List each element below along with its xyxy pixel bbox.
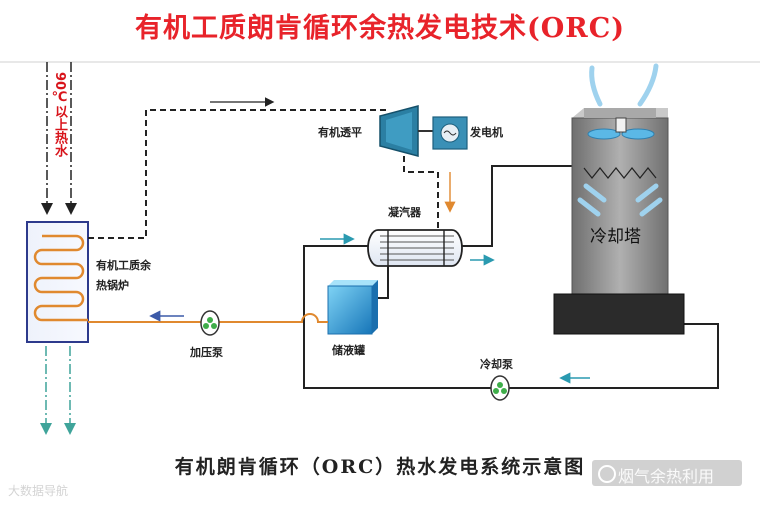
turbine-label: 有机透平 <box>318 126 362 139</box>
watermark-right-box: 烟气余热利用 <box>592 460 742 486</box>
waste-heat-boiler <box>26 221 89 343</box>
hot-water-label: 90℃以上热水 <box>52 72 67 158</box>
cooling-return-line <box>303 245 719 389</box>
condenser-label: 凝汽器 <box>388 206 421 219</box>
page-title: 有机工质朗肯循环余热发电技术(ORC) <box>135 13 625 44</box>
condensate-line <box>374 266 389 299</box>
hot-water-outlet-lines <box>40 346 76 435</box>
generator-label: 发电机 <box>470 126 503 139</box>
diagram-caption: 有机朗肯循环（ORC）热水发电系统示意图 <box>174 456 586 478</box>
cooling-tower-label: 冷却塔 <box>590 227 641 247</box>
pressure-pump-label: 加压泵 <box>190 346 223 359</box>
condenser <box>367 229 463 267</box>
storage-tank-label: 储液罐 <box>332 344 365 357</box>
boiler-label: 有机工质余 热锅炉 <box>96 259 151 292</box>
vapor-line <box>88 109 387 239</box>
generator <box>432 116 468 150</box>
watermark-right: 烟气余热利用 <box>618 467 715 486</box>
cooling-tower <box>553 108 685 335</box>
cooling-supply-line <box>462 165 576 247</box>
fan-icon <box>587 117 655 140</box>
exhaust-line <box>403 156 439 230</box>
hot-water-inlet-lines <box>41 62 77 215</box>
cooling-pump <box>490 375 510 401</box>
air-flow-arrows <box>577 63 663 217</box>
storage-tank <box>327 280 378 335</box>
turbine <box>379 105 434 157</box>
liquid-line <box>88 313 328 323</box>
cooling-pump-label: 冷却泵 <box>480 358 513 371</box>
watermark-left: 大数据导航 <box>8 484 69 498</box>
wechat-icon <box>598 465 616 483</box>
pressure-pump <box>200 310 220 336</box>
